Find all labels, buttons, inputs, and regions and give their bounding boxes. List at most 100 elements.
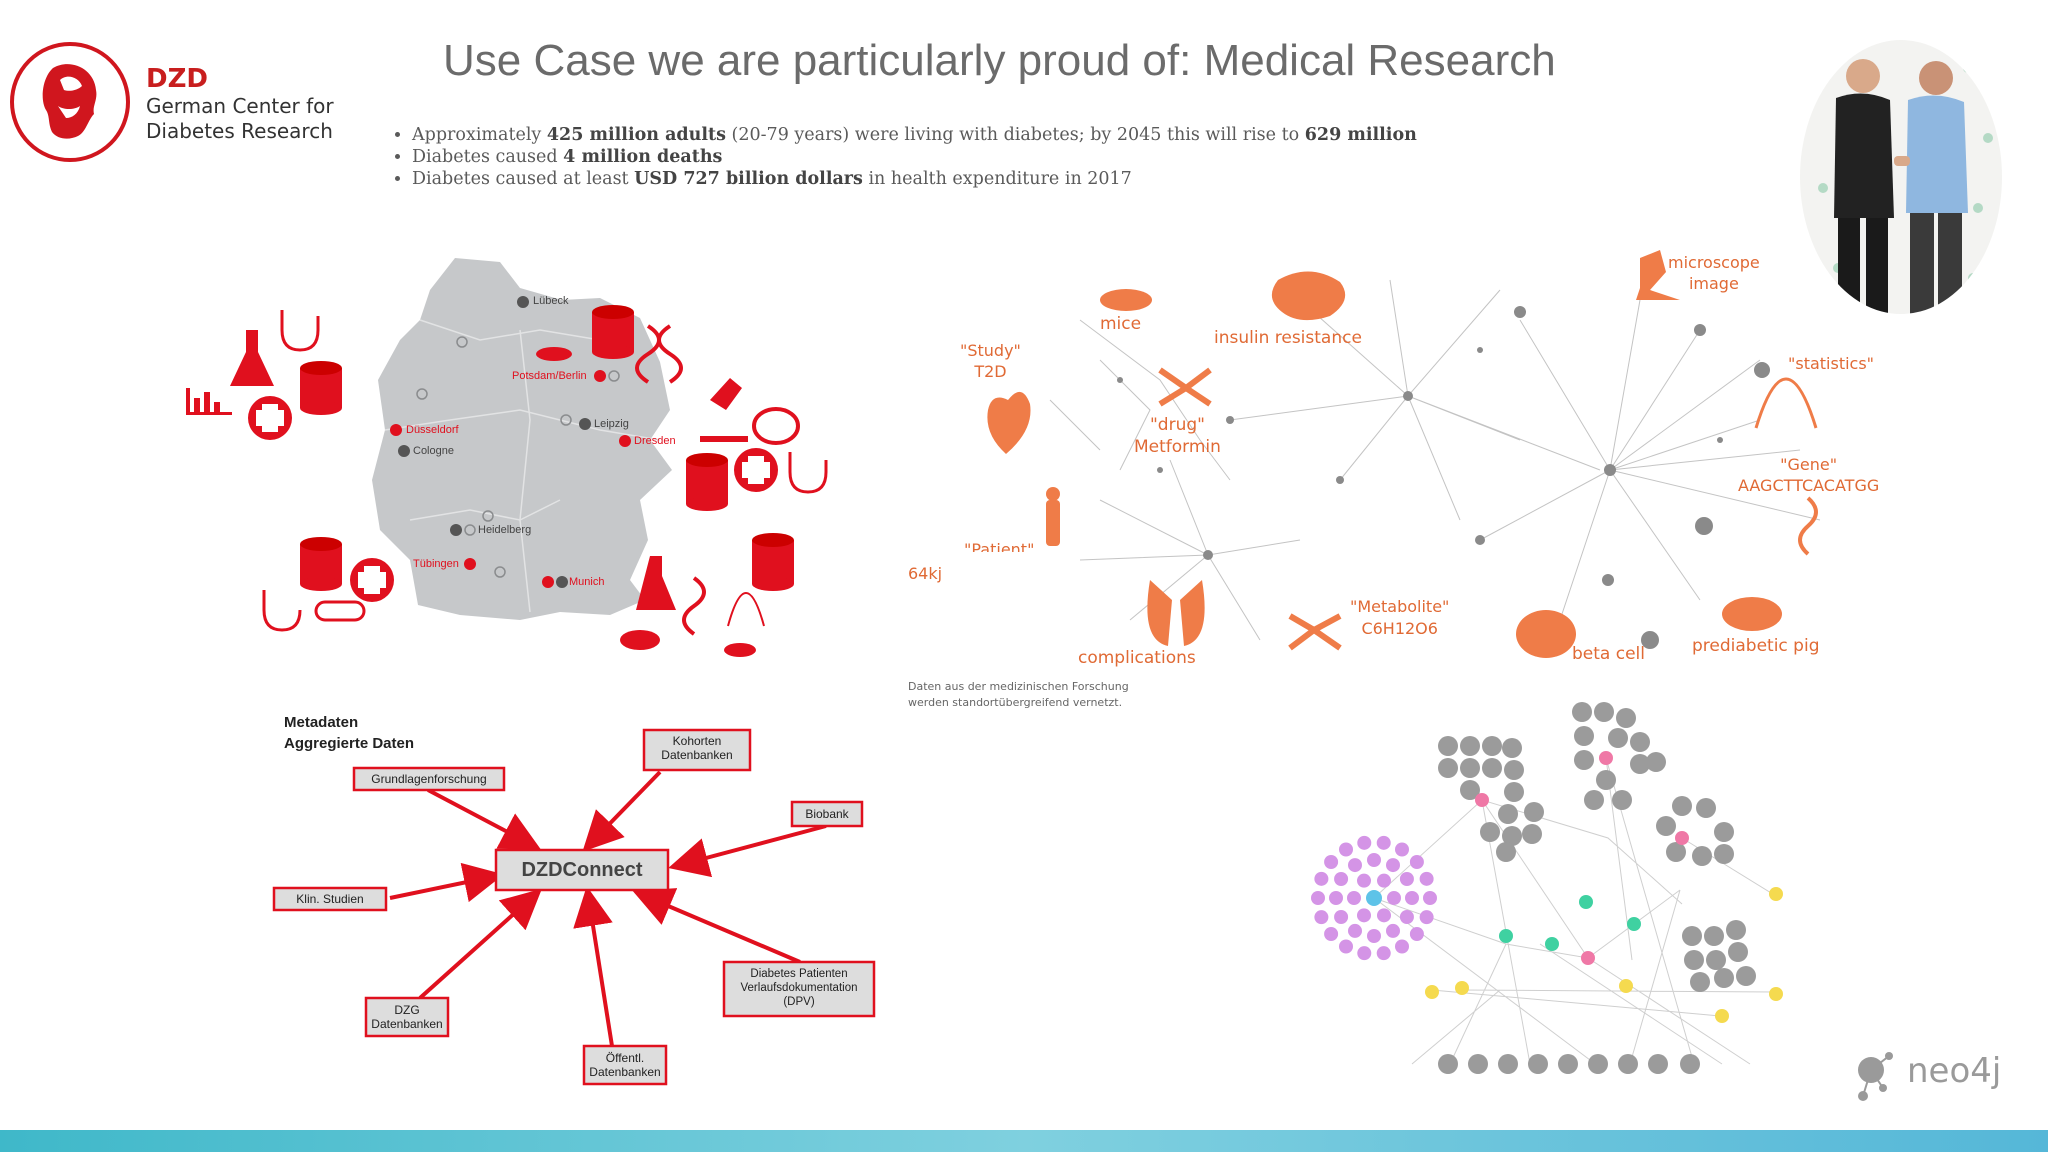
- viz-nodes-yellow: [1425, 887, 1783, 1023]
- dna-icon: [1798, 496, 1818, 556]
- viz-node-purple: [1329, 891, 1343, 905]
- metabolite-molecule-icon: [1288, 613, 1342, 651]
- city-label-leipzig: Leipzig: [594, 418, 629, 430]
- viz-node-purple: [1324, 926, 1339, 941]
- bar-chart-icon: [186, 388, 232, 415]
- node-label-kohorten: Kohorten Datenbanken: [661, 734, 733, 762]
- label-text: "Patient": [964, 540, 1035, 552]
- diagram-header-1: Metadaten: [284, 714, 359, 731]
- viz-node-purple: [1314, 910, 1329, 925]
- node-label-grundlagen: Grundlagenforschung: [371, 772, 487, 786]
- caption-line-2: werden standortübergreifend vernetzt.: [908, 696, 1123, 709]
- city-label-potsdam-berlin: Potsdam/Berlin: [512, 370, 587, 382]
- caption-line-1: Daten aus der medizinischen Forschung: [908, 680, 1129, 693]
- viz-node-purple: [1395, 842, 1409, 857]
- bullet-text: Approximately: [412, 125, 547, 145]
- dzdconnect-center-label: DZDConnect: [521, 859, 643, 881]
- graph-edges: [1049, 279, 1821, 641]
- viz-node-purple: [1405, 891, 1419, 905]
- graph-label-mice: mice: [1100, 314, 1141, 334]
- bullet-text: Diabetes caused: [412, 147, 564, 167]
- pig-icon: [1722, 597, 1782, 631]
- brain-icon: [1271, 271, 1346, 321]
- node-label-klin: Klin. Studien: [296, 892, 364, 906]
- pill-icon: [314, 600, 366, 622]
- bullet-item: Diabetes caused at least USD 727 billion…: [412, 168, 1417, 190]
- label-text: 64kj: [908, 564, 943, 583]
- viz-node-purple: [1357, 835, 1372, 850]
- viz-node-purple: [1347, 891, 1361, 905]
- graph-label-metabolite: "Metabolite" C6H12O6: [1350, 596, 1449, 640]
- label-text: prediabetic pig: [1692, 636, 1820, 656]
- bullet-item: Diabetes caused 4 million deaths: [412, 146, 1417, 168]
- viz-node-purple: [1367, 929, 1381, 943]
- node-label-dpv: Diabetes Patienten Verlaufsdokumentation…: [740, 968, 858, 1008]
- viz-node-purple: [1409, 855, 1424, 870]
- cell-icon: [752, 407, 800, 445]
- graph-label-patient: "Patient": [964, 540, 1034, 552]
- label-text: beta cell: [1572, 644, 1645, 664]
- graph-label-complications: complications: [1078, 648, 1196, 668]
- viz-node-purple: [1339, 939, 1353, 954]
- microscope-icon: [700, 378, 748, 442]
- cross-icon: [248, 396, 292, 440]
- dna-icon: [657, 324, 683, 384]
- graph-label-beta-cell: beta cell: [1572, 644, 1645, 664]
- graph-label-insulin: insulin resistance: [1214, 328, 1362, 348]
- viz-node-center-blue: [1366, 890, 1382, 906]
- viz-node-purple: [1419, 910, 1434, 925]
- stethoscope-icon: [262, 590, 302, 632]
- graph-label-count: 64kj: [908, 564, 942, 583]
- mouse-icon: [724, 643, 756, 657]
- bullet-bold: 425 million adults: [546, 125, 726, 145]
- database-icon: [300, 361, 342, 415]
- viz-node-purple: [1386, 923, 1400, 938]
- stethoscope-icon: [280, 310, 320, 352]
- flask-icon: [230, 330, 274, 386]
- city-label-tuebingen: Tübingen: [413, 558, 459, 570]
- viz-node-purple: [1376, 946, 1391, 961]
- label-text: "Study" T2D: [960, 341, 1021, 381]
- viz-edges: [1373, 757, 1777, 1065]
- viz-node-purple: [1314, 871, 1329, 886]
- database-icon: [686, 453, 728, 511]
- city-label-heidelberg: Heidelberg: [478, 524, 532, 536]
- mouse-icon: [536, 347, 572, 361]
- viz-node-purple: [1357, 946, 1372, 961]
- viz-node-purple: [1311, 891, 1325, 905]
- label-text: "statistics": [1788, 354, 1875, 373]
- database-icon: [752, 533, 794, 591]
- label-text: complications: [1078, 648, 1196, 668]
- patient-icon: [1046, 500, 1060, 546]
- bullet-text: Diabetes caused at least: [412, 169, 635, 189]
- viz-nodes-gray: [1438, 702, 1756, 1074]
- viz-node-purple: [1367, 853, 1381, 867]
- bullet-bold: USD 727 billion dollars: [634, 169, 863, 189]
- graph-label-statistics: "statistics": [1788, 354, 1874, 373]
- heart-icon: [987, 391, 1031, 454]
- diagram-header-2: Aggregierte Daten: [284, 735, 415, 752]
- database-icon: [592, 305, 634, 359]
- dna-icon: [635, 324, 661, 384]
- neo4j-wordmark: neo4j: [1907, 1051, 2001, 1091]
- stethoscope-icon: [788, 452, 828, 494]
- viz-node-purple: [1324, 855, 1339, 870]
- cross-icon: [350, 558, 394, 602]
- viz-node-purple: [1357, 873, 1371, 888]
- viz-node-purple: [1386, 858, 1400, 873]
- graph-label-pig: prediabetic pig: [1692, 636, 1820, 656]
- viz-node-purple: [1339, 842, 1353, 857]
- bullet-text: in health expenditure in 2017: [862, 169, 1132, 189]
- viz-node-purple: [1334, 872, 1349, 886]
- viz-node-purple: [1399, 910, 1414, 924]
- label-text: "Metabolite" C6H12O6: [1350, 597, 1450, 638]
- drug-molecule-icon: [1158, 367, 1212, 407]
- viz-node-purple: [1348, 923, 1362, 938]
- footer-gradient-bar: [0, 1130, 2048, 1152]
- map-city-dots: [390, 296, 631, 588]
- distribution-curve-icon: [727, 592, 765, 627]
- diagram-header: Metadaten Aggregierte Daten: [284, 712, 414, 754]
- viz-node-purple: [1419, 871, 1434, 886]
- label-text: "Gene" AAGCTTCACATGG: [1738, 455, 1880, 495]
- viz-node-purple: [1377, 873, 1391, 888]
